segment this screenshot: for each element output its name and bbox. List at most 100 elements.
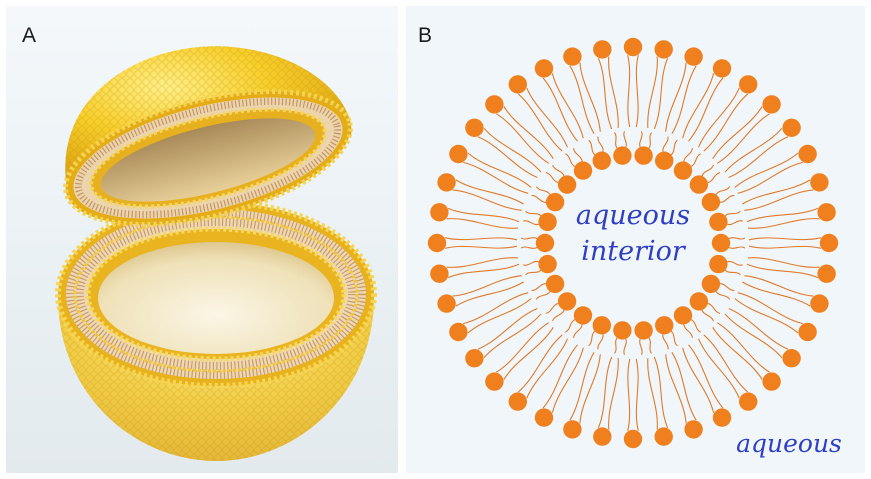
inner-lipid-tail xyxy=(663,334,668,349)
outer-lipid-tail xyxy=(744,276,813,296)
outer-lipid-tail xyxy=(628,359,630,431)
inner-lipid-head xyxy=(546,193,564,211)
inner-lipid-tail xyxy=(729,247,745,248)
outer-lipid-head xyxy=(684,47,702,65)
inner-lipid-tail xyxy=(720,195,735,202)
inner-lipid-tail xyxy=(702,165,714,176)
outer-lipid-head xyxy=(465,349,483,367)
inner-lipid-tail xyxy=(598,137,603,152)
inner-lipid-tail xyxy=(708,173,721,183)
outer-lipid-tail xyxy=(478,309,537,350)
inner-lipid-tail xyxy=(708,303,721,313)
outer-lipid-tail xyxy=(713,327,763,379)
outer-lipid-head xyxy=(762,372,780,390)
outer-lipid-tail xyxy=(543,78,578,141)
outer-lipid-tail xyxy=(689,78,724,141)
inner-lipid-head xyxy=(593,316,611,334)
inner-lipid-tail xyxy=(691,320,701,333)
outer-lipid-tail xyxy=(496,323,548,373)
outer-lipid-tail xyxy=(453,276,522,296)
inner-lipid-tail xyxy=(532,195,547,202)
inner-lipid-tail xyxy=(574,148,583,162)
outer-lipid-tail xyxy=(463,162,528,193)
panel-b-liposome-schematic: B aqueous interior aqueous xyxy=(406,6,865,473)
outer-lipid-tail xyxy=(527,339,568,398)
inner-lipid-tail xyxy=(521,247,537,248)
outer-lipid-head xyxy=(713,408,731,426)
inner-lipid-tail xyxy=(624,339,626,355)
panel-a-liposome-illustration: A xyxy=(6,6,398,473)
outer-lipid-head xyxy=(485,95,503,113)
outer-lipid-tail xyxy=(543,345,578,408)
inner-lipid-head xyxy=(613,146,631,164)
inner-lipid-head xyxy=(593,152,611,170)
outer-lipid-head xyxy=(782,119,800,137)
outer-lipid-tail xyxy=(628,55,630,127)
inner-lipid-tail xyxy=(523,221,539,225)
outer-lipid-head xyxy=(624,430,642,448)
outer-lipid-head xyxy=(437,173,455,191)
inner-lipid-tail xyxy=(716,291,730,299)
outer-lipid-tail xyxy=(609,358,619,429)
outer-lipid-tail xyxy=(636,55,638,127)
outer-lipid-head xyxy=(655,427,673,445)
lipid-bilayer-diagram: aqueous interior aqueous xyxy=(406,6,865,473)
inner-lipid-tail xyxy=(684,324,693,338)
outer-lipid-head xyxy=(449,323,467,341)
outer-lipid-tail xyxy=(445,238,517,240)
inner-lipid-head xyxy=(574,306,592,324)
outer-lipid-tail xyxy=(463,293,528,324)
inner-lipid-tail xyxy=(640,339,642,355)
outer-lipid-head xyxy=(593,427,611,445)
inner-lipid-tail xyxy=(546,173,559,183)
outer-lipid-tail xyxy=(689,345,724,408)
outer-lipid-head xyxy=(810,173,828,191)
inner-lipid-head xyxy=(538,213,556,231)
outer-lipid-tail xyxy=(478,137,537,178)
inner-lipid-tail xyxy=(671,140,677,155)
liposome-3d-illustration xyxy=(6,6,398,473)
outer-lipid-tail xyxy=(738,293,803,324)
outer-lipid-tail xyxy=(552,348,583,413)
outer-lipid-head xyxy=(430,203,448,221)
inner-lipid-tail xyxy=(716,187,730,195)
outer-lipid-tail xyxy=(648,57,658,128)
outer-lipid-tail xyxy=(699,88,740,147)
inner-lipid-head xyxy=(634,321,652,339)
inner-lipid-tail xyxy=(727,221,743,225)
inner-lipid-tail xyxy=(691,154,701,167)
outer-lipid-tail xyxy=(609,57,619,128)
inner-lipid-tail xyxy=(574,324,583,338)
outer-lipid-head xyxy=(624,38,642,56)
inner-lipid-tail xyxy=(521,238,537,239)
outer-lipid-head xyxy=(509,392,527,410)
outer-lipid-head xyxy=(655,40,673,58)
inner-lipid-tail xyxy=(624,131,626,147)
inner-lipid-head xyxy=(538,255,556,273)
inner-lipid-tail xyxy=(649,133,652,149)
outer-lipid-head xyxy=(817,203,835,221)
inner-lipid-head xyxy=(655,316,673,334)
inner-lipid-tail xyxy=(663,137,668,152)
outer-lipid-tail xyxy=(580,63,600,132)
outer-lipid-head xyxy=(798,323,816,341)
outer-lipid-tail xyxy=(447,219,518,229)
outer-lipid-tail xyxy=(453,190,522,210)
outer-lipid-head xyxy=(798,145,816,163)
outer-lipid-head xyxy=(713,59,731,77)
outer-lipid-tail xyxy=(735,153,798,188)
inner-lipid-head xyxy=(709,213,727,231)
interior-label-line1: aqueous xyxy=(576,200,690,231)
inner-lipid-tail xyxy=(536,291,550,299)
inner-lipid-tail xyxy=(523,261,539,265)
inner-lipid-tail xyxy=(553,165,565,176)
inner-lipid-head xyxy=(546,275,564,293)
outer-lipid-tail xyxy=(580,354,600,423)
outer-lipid-head xyxy=(782,349,800,367)
inner-lipid-head xyxy=(613,321,631,339)
exterior-aqueous-label: aqueous xyxy=(736,429,842,458)
inner-lipid-head xyxy=(712,234,730,252)
outer-lipid-tail xyxy=(729,309,788,350)
liposome-upper-half xyxy=(52,46,363,249)
outer-lipid-head xyxy=(428,234,446,252)
